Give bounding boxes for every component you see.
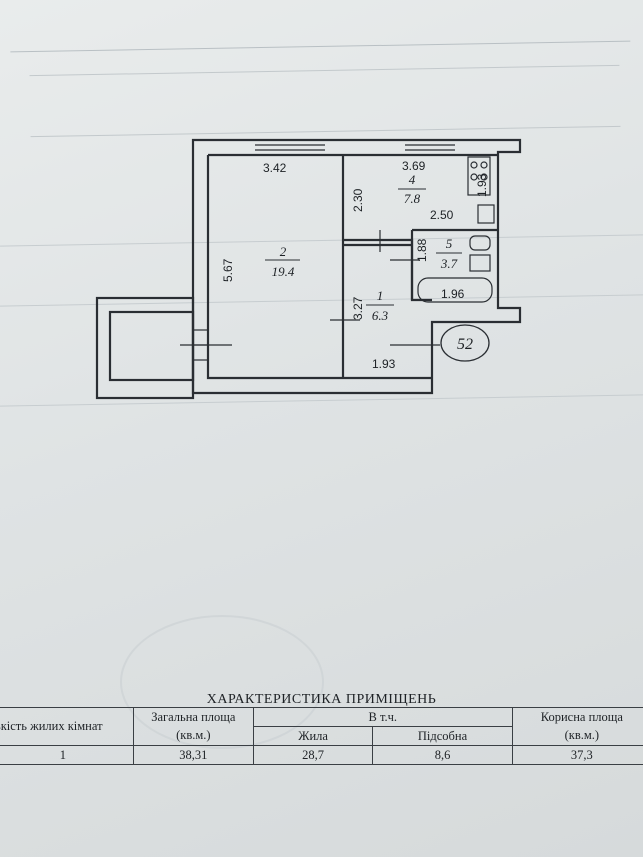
dim-2-30: 2.30 <box>351 188 365 212</box>
cell-living: 28,7 <box>252 745 374 765</box>
dim-1-93-kitchen: 1.93 <box>475 173 489 197</box>
header-useful-unit: (кв.м.) <box>511 726 643 746</box>
header-total-unit: (кв.м.) <box>132 726 254 746</box>
dim-3-42: 3.42 <box>263 161 287 175</box>
header-incl: В т.ч. <box>252 707 513 727</box>
stove-icon <box>467 156 491 196</box>
room-5-area: 3.7 <box>440 256 458 271</box>
cell-total-area: 38,31 <box>132 745 254 765</box>
balcony-inner <box>108 310 195 382</box>
washbasin-icon <box>469 235 491 251</box>
table-title: ХАРАКТЕРИСТИКА ПРИМІЩЕНЬ <box>206 692 437 707</box>
flat-number: 52 <box>457 336 473 353</box>
room-5-number: 5 <box>446 236 453 251</box>
dim-2-50: 2.50 <box>430 208 454 222</box>
cell-rooms-count: 1 <box>0 745 134 765</box>
dim-1-88: 1.88 <box>415 238 429 262</box>
inner-wall-line <box>206 153 498 380</box>
dim-5-67: 5.67 <box>221 258 235 282</box>
dim-3-69: 3.69 <box>402 159 426 173</box>
dim-3-27: 3.27 <box>351 296 365 320</box>
flat-number-circle <box>440 324 490 362</box>
room-1-area: 6.3 <box>372 308 389 323</box>
room-4-area: 7.8 <box>404 191 421 206</box>
room-2-number: 2 <box>280 244 287 259</box>
sink-icon <box>477 204 495 224</box>
room-2-area: 19.4 <box>272 264 295 279</box>
header-rooms-count: ькість жилих кімнат <box>0 707 134 746</box>
header-living: Жила <box>252 726 374 746</box>
header-useful-area: Корисна площа <box>511 707 643 727</box>
header-auxiliary: Підсобна <box>372 726 513 746</box>
room-1-number: 1 <box>377 288 384 303</box>
dim-1-93-corridor: 1.93 <box>372 357 396 371</box>
cell-auxiliary: 8,6 <box>372 745 513 765</box>
dim-1-96: 1.96 <box>441 287 465 301</box>
table-header-row: ькість жилих кімнат Загальна площа В т.ч… <box>0 707 643 746</box>
toilet-icon <box>469 254 491 272</box>
room-4-number: 4 <box>409 172 416 187</box>
bathtub-icon <box>417 277 493 303</box>
table-row: 1 38,31 28,7 8,6 37,3 <box>0 745 643 765</box>
outer-wall <box>191 138 522 395</box>
characteristics-table: ькість жилих кімнат Загальна площа В т.ч… <box>0 707 643 765</box>
header-total-area: Загальна площа <box>132 707 254 727</box>
cell-useful-area: 37,3 <box>511 745 643 765</box>
